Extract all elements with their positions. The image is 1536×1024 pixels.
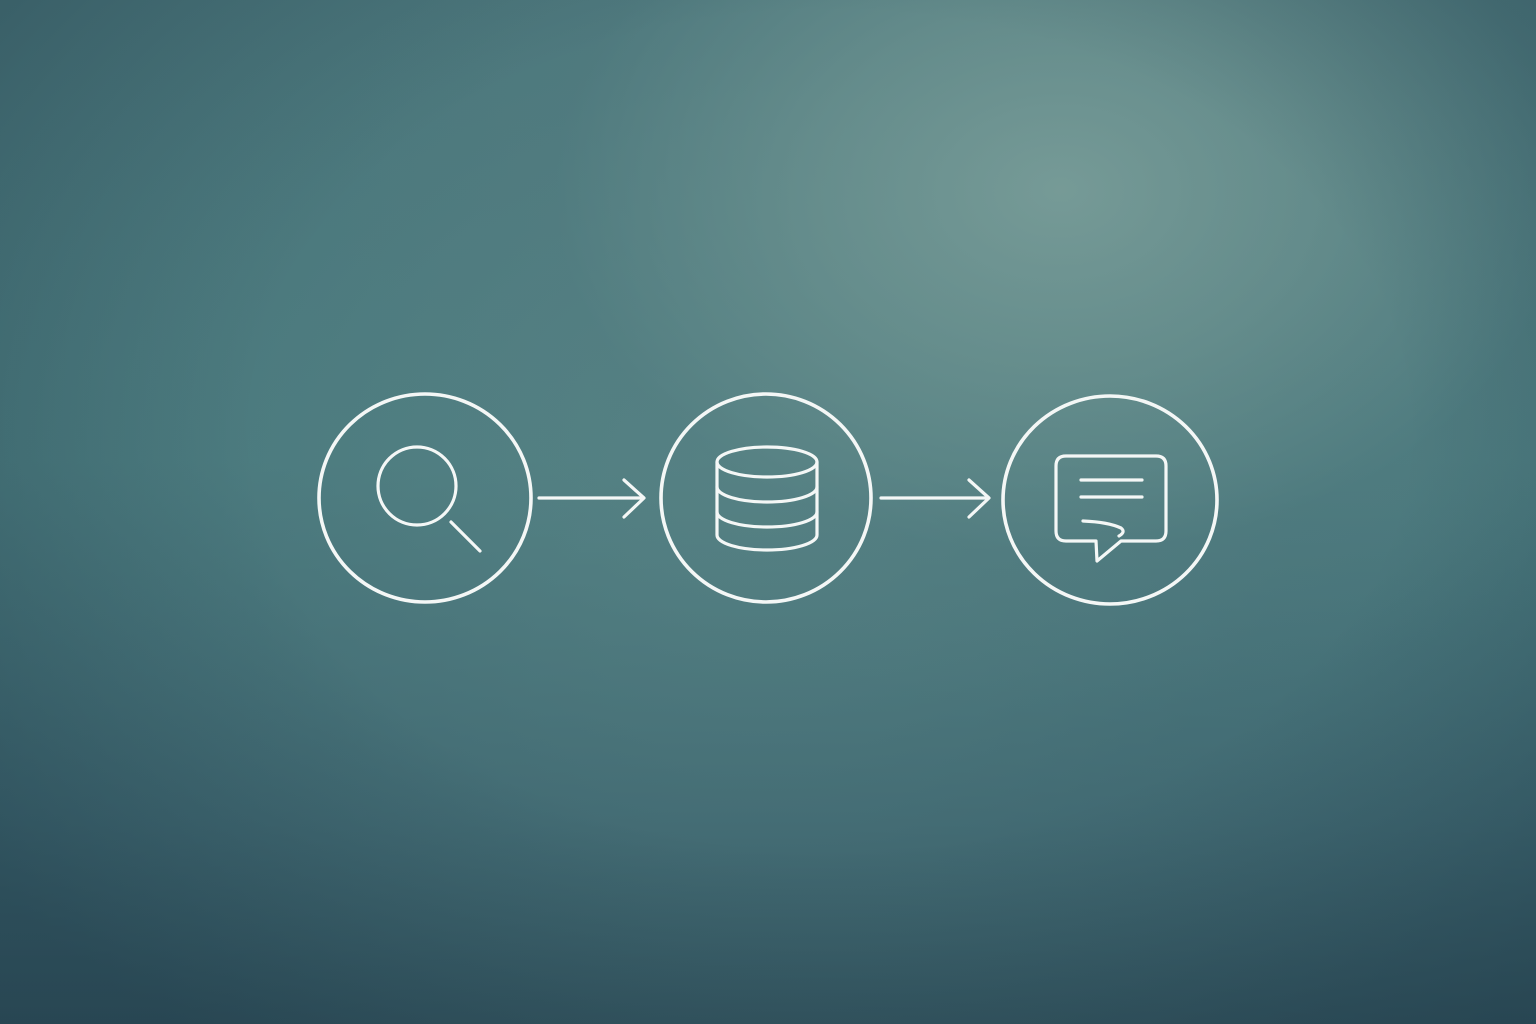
step-message: [1001, 394, 1219, 606]
arrow-right-icon: [537, 478, 646, 519]
search-icon: [376, 445, 482, 553]
arrow-right-icon: [879, 478, 991, 519]
step-circle: [659, 392, 873, 604]
step-circle: [317, 392, 533, 604]
step-database: [659, 392, 873, 604]
step-search: [317, 392, 533, 604]
database-icon: [715, 445, 819, 552]
step-circle: [1001, 394, 1219, 606]
chat-message-icon: [1054, 454, 1168, 563]
